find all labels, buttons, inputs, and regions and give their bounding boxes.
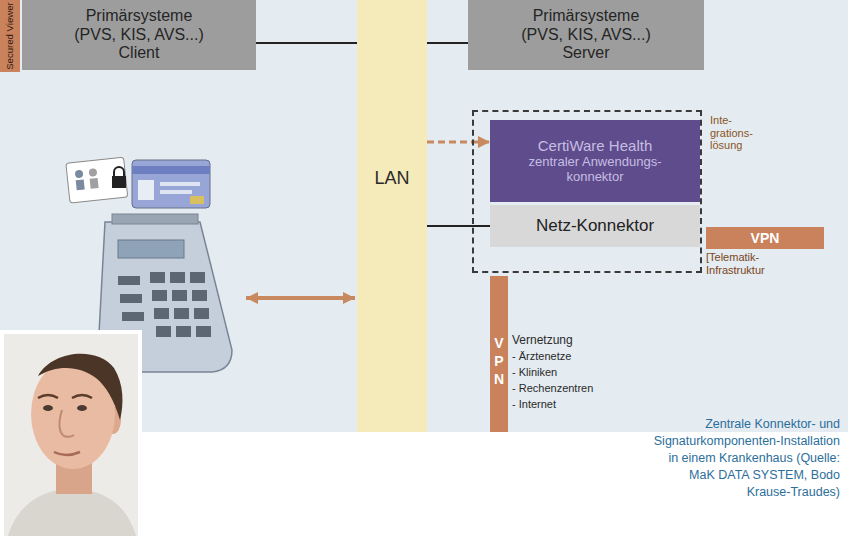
caption: Zentrale Konnektor- und Signaturkomponen… [642,416,840,501]
integration-arrow [427,141,490,144]
network-list-text: - Internet [512,396,556,412]
network-list-text: - Kliniken [512,364,557,380]
application-connector-box-text: zentraler Anwendungs- konnektor [520,155,670,185]
application-connector-box-text: CertiWare Health [538,137,652,154]
lan-link [427,225,490,227]
network-connector-box-text: Netz-Konnektor [536,216,654,236]
network-connector-box: Netz-Konnektor [490,205,700,247]
network-list-text: - Rechenzentren [512,380,593,396]
vpn-box-text: [Telematik- Infrastruktur [706,251,816,276]
lan-link [256,42,357,44]
server-system-box: Primärsysteme (PVS, KIS, AVS...) Server [468,0,704,70]
client-system-box: Primärsysteme (PVS, KIS, AVS...) Client [22,0,256,70]
integration-group-text: Inte- grations- lösung [710,114,766,152]
viewer-strip-text: Secured Viewer [4,2,15,70]
integration-group: Inte- grations- lösungCertiWare Healthze… [472,110,702,273]
lan-band-text: LAN [374,168,409,189]
lan-band: LAN [357,0,427,432]
server-system-box-text: Primärsysteme (PVS, KIS, AVS...) Server [511,7,661,62]
vpn-strip: VPN [490,276,508,432]
network-list-text: - Ärztenetze [512,348,571,364]
network-list: Vernetzung- Ärztenetze- Kliniken- Rechen… [510,330,610,416]
lan-link [427,42,468,44]
viewer-strip: Secured Viewer [0,0,20,72]
smart-cards [66,157,210,208]
portrait-photo [0,330,142,536]
vpn-strip-text: VPN [493,334,504,389]
reader-link-arrow [246,296,355,300]
vpn-box: VPN[Telematik- Infrastruktur [706,227,824,249]
application-connector-box: CertiWare Healthzentraler Anwendungs- ko… [490,120,700,202]
network-list-text: Vernetzung [512,332,573,348]
vpn-box-text: VPN [751,230,780,246]
client-system-box-text: Primärsysteme (PVS, KIS, AVS...) Client [64,7,214,62]
